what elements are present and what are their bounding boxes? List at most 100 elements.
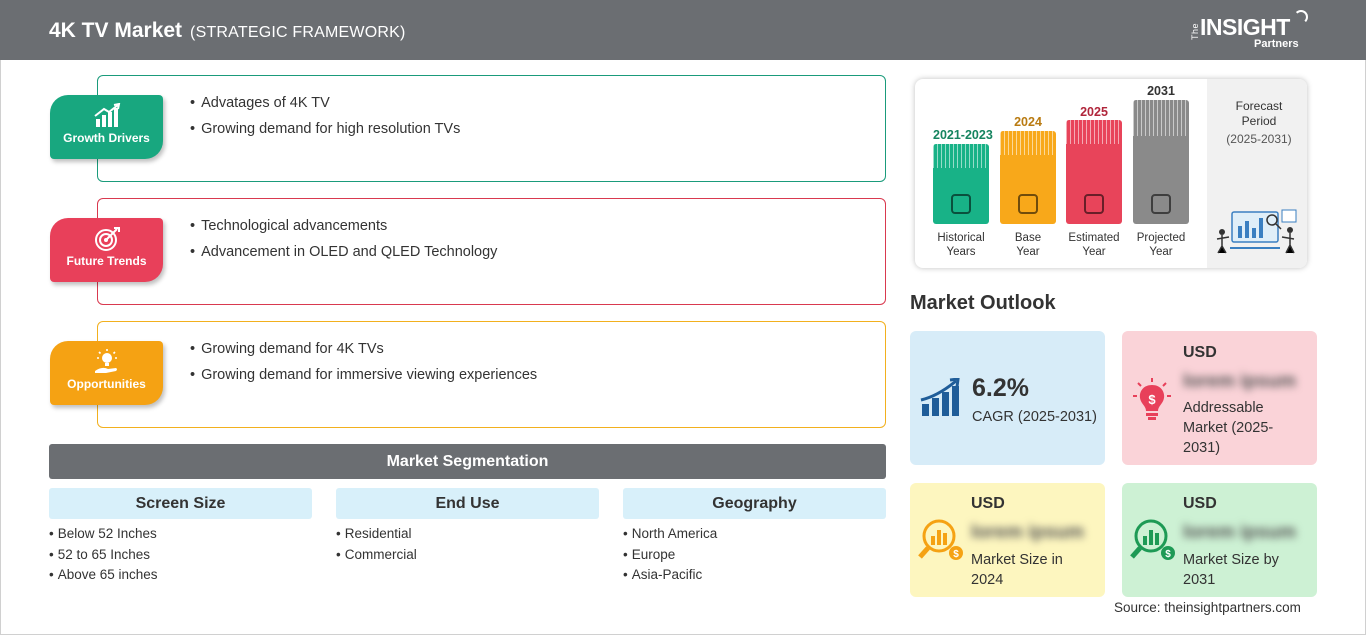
future-trends-card: Technological advancements Advancement i… (97, 198, 886, 305)
desc-line: Market Size in (971, 552, 1063, 568)
logo-partners: Partners (1254, 38, 1299, 50)
timeline-label-line: Historical (937, 232, 985, 244)
cagr-value: 6.2% (972, 374, 1029, 402)
timeline-year: 2021-2023 (933, 128, 993, 142)
market-size-2031-tile: $ USD lorem ipsum Market Size by 2031 (1122, 483, 1317, 597)
segment-item: Above 65 inches (49, 567, 312, 588)
presentation-icon (1151, 194, 1171, 214)
segment-screen-size: Screen Size Below 52 Inches 52 to 65 Inc… (49, 488, 312, 588)
size-2031-value-blurred: lorem ipsum (1183, 522, 1296, 543)
future-trends-badge: Future Trends (50, 218, 163, 282)
segment-end-use: End Use Residential Commercial (336, 488, 599, 567)
idea-dollar-icon: $ (1133, 378, 1171, 420)
svg-text:$: $ (1165, 549, 1171, 560)
size-2031-desc: Market Size by 2031 (1183, 550, 1279, 590)
history-icon (951, 194, 971, 214)
timeline-label-line: Projected (1136, 232, 1186, 244)
market-size-2024-tile: $ USD lorem ipsum Market Size in 2024 (910, 483, 1105, 597)
size-2024-usd: USD (971, 495, 1005, 512)
growth-bars-icon (920, 378, 960, 416)
insight-partners-logo[interactable]: The INSIGHT Partners (1190, 10, 1315, 54)
source-credit: Source: theinsightpartners.com (1114, 600, 1301, 615)
segment-item: Residential (336, 526, 599, 547)
segment-item: Asia-Pacific (623, 567, 886, 588)
svg-text:$: $ (1148, 392, 1156, 407)
timeline-label-line: Base (1014, 232, 1042, 244)
segment-item: Below 52 Inches (49, 526, 312, 547)
timeline-label: Base Year (988, 231, 1068, 259)
desc-line: Addressable (1183, 400, 1264, 416)
addressable-value-blurred: lorem ipsum (1183, 371, 1296, 392)
cagr-tile: 6.2% CAGR (2025-2031) (910, 331, 1105, 465)
addressable-usd: USD (1183, 344, 1217, 361)
timeline-panel: 2021-2023 Historical Years 2024 Base Yea… (915, 79, 1307, 268)
addressable-desc: Addressable Market (2025- 2031) (1183, 398, 1273, 458)
segment-head: Geography (623, 488, 886, 519)
opportunity-point: Growing demand for 4K TVs (190, 341, 537, 357)
desc-line: Market Size by (1183, 552, 1279, 568)
market-segmentation-header: Market Segmentation (49, 444, 886, 479)
growth-drivers-card: Advatages of 4K TV Growing demand for hi… (97, 75, 886, 182)
svg-text:$: $ (953, 549, 959, 560)
magnifier-chart-icon: $ (918, 519, 963, 560)
timeline-label-line: Year (1149, 246, 1173, 258)
size-2024-desc: Market Size in 2024 (971, 550, 1063, 590)
timeline-label-line: Year (1016, 246, 1040, 258)
market-outlook-title: Market Outlook (910, 292, 1056, 314)
segment-head: Screen Size (49, 488, 312, 519)
desc-line: Market (2025- (1183, 420, 1274, 436)
target-icon (94, 227, 120, 251)
segment-item: Europe (623, 547, 886, 568)
opportunities-label: Opportunities (67, 377, 146, 391)
segment-item: 52 to 65 Inches (49, 547, 312, 568)
forecast-line: Period (1241, 114, 1277, 128)
opportunity-point: Growing demand for immersive viewing exp… (190, 367, 537, 383)
timeline-bar (933, 144, 989, 224)
growth-drivers-badge: Growth Drivers (50, 95, 163, 159)
desc-line: 2031) (1183, 440, 1221, 456)
magnifier-chart-icon: $ (1130, 519, 1175, 560)
logo-arc-icon (1294, 10, 1308, 24)
forecast-period-text: Forecast Period (2025-2031) (1215, 99, 1303, 147)
forecast-line: Forecast (1235, 99, 1283, 113)
timeline-year: 2025 (1080, 105, 1108, 119)
timeline-label: Historical Years (921, 231, 1001, 259)
timeline-label-line: Year (1082, 246, 1106, 258)
segment-item: North America (623, 526, 886, 547)
timeline-bar-base: 2024 Base Year (1000, 79, 1056, 268)
opportunities-badge: Opportunities (50, 341, 163, 405)
estimate-icon (1084, 194, 1104, 214)
timeline-label: Projected Year (1121, 231, 1201, 259)
segment-item: Commercial (336, 547, 599, 568)
desc-line: 2031 (1183, 572, 1216, 588)
size-2024-value-blurred: lorem ipsum (971, 522, 1084, 543)
growth-driver-point: Advatages of 4K TV (190, 95, 460, 111)
timeline-label-line: Estimated (1068, 232, 1120, 244)
timeline-bar (1000, 131, 1056, 224)
future-trends-label: Future Trends (66, 254, 147, 268)
addressable-market-tile: $ USD lorem ipsum Addressable Market (20… (1122, 331, 1317, 465)
calendar-icon (1018, 194, 1038, 214)
timeline-label-line: Years (946, 246, 976, 258)
lightbulb-hand-icon (94, 349, 117, 373)
future-trend-point: Advancement in OLED and QLED Technology (190, 244, 497, 260)
timeline-year: 2024 (1014, 115, 1042, 129)
title-text: 4K TV Market (49, 19, 183, 42)
opportunities-card: Growing demand for 4K TVs Growing demand… (97, 321, 886, 428)
header-bar: 4K TV Market (STRATEGIC FRAMEWORK) The IN… (0, 0, 1366, 60)
timeline-year: 2031 (1147, 84, 1175, 98)
page-subtitle: (STRATEGIC FRAMEWORK) (190, 24, 406, 41)
timeline-bar (1133, 100, 1189, 224)
timeline-label: Estimated Year (1054, 231, 1134, 259)
future-trend-point: Technological advancements (190, 218, 497, 234)
timeline-bar-estimated: 2025 Estimated Year (1066, 79, 1122, 268)
desc-line: 2024 (971, 572, 1004, 588)
logo-insight: INSIGHT (1200, 14, 1290, 40)
segment-head: End Use (336, 488, 599, 519)
timeline-bar-projected: 2031 Projected Year (1133, 79, 1189, 268)
logo-the: The (1190, 22, 1200, 40)
growth-driver-point: Growing demand for high resolution TVs (190, 121, 460, 137)
growth-chart-icon (93, 103, 120, 127)
growth-drivers-label: Growth Drivers (63, 131, 150, 145)
cagr-label: CAGR (2025-2031) (972, 409, 1097, 425)
